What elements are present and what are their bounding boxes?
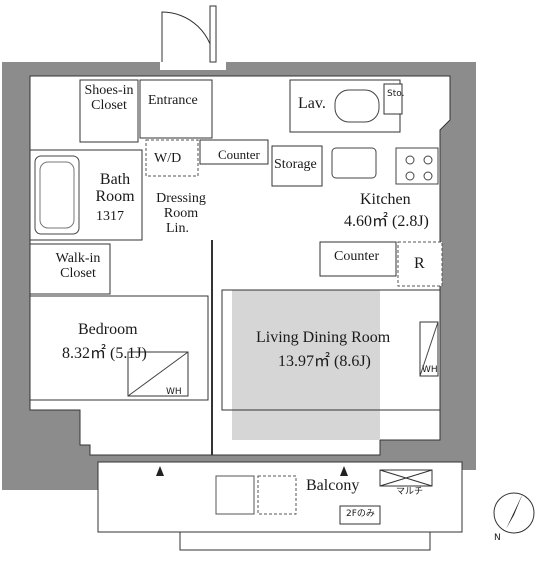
dressing-room-label: Dressing Room xyxy=(156,191,206,221)
kitchen-area-label: 4.60㎡ (2.8J) xyxy=(344,213,429,230)
ldk-label: Living Dining Room xyxy=(256,329,391,346)
bedroom-wh-label: WH xyxy=(166,387,182,397)
ldk-area-label: 13.97㎡ (8.6J) xyxy=(278,353,371,370)
balcony-rail xyxy=(179,531,431,551)
bathtub-inner xyxy=(39,161,75,229)
bath-size-label: 1317 xyxy=(96,209,124,224)
washer-dryer-area xyxy=(145,139,199,177)
storage-label: Storage xyxy=(274,157,317,172)
linen-label: Lin. xyxy=(166,221,189,236)
counter-kitchen-label: Counter xyxy=(334,249,380,264)
sink xyxy=(331,147,377,179)
bedroom-label: Bedroom xyxy=(78,321,138,338)
kitchen-counter xyxy=(319,241,397,277)
bedroom-area-label: 8.32㎡ (5.1J) xyxy=(62,345,147,362)
floor-note-box xyxy=(339,505,381,525)
storage-small-label: Sto. xyxy=(387,89,405,99)
refrigerator-area xyxy=(397,241,443,287)
window-marker-left xyxy=(156,466,164,476)
walk-in-closet-label: Walk-in Closet xyxy=(55,251,101,281)
multi-label: マルチ xyxy=(396,487,424,497)
entrance-door xyxy=(209,5,217,63)
kitchen-label: Kitchen xyxy=(360,191,411,208)
ldk-shade xyxy=(232,290,380,440)
storage-small-area xyxy=(383,83,403,115)
counter-small-area xyxy=(199,139,269,165)
compass-needle xyxy=(506,493,523,529)
balcony-label: Balcony xyxy=(306,477,360,494)
shoes-in-closet-label: Shoes-in Closet xyxy=(84,83,134,113)
shoes-in-closet-area xyxy=(79,79,139,143)
counter-small-label: Counter xyxy=(218,147,260,162)
entrance-label: Entrance xyxy=(148,93,198,108)
balcony-panel-2 xyxy=(257,475,297,515)
entrance-area xyxy=(139,79,213,139)
window-marker-right xyxy=(340,466,348,476)
refrigerator-label: R xyxy=(414,255,425,272)
toilet xyxy=(334,89,380,123)
balcony-panel-1 xyxy=(215,475,255,515)
walk-in-closet-area xyxy=(29,243,111,295)
floor-note-label: 2Fのみ xyxy=(346,509,375,519)
washer-dryer-label: W/D xyxy=(154,151,182,166)
compass-label: N xyxy=(494,533,501,543)
stove xyxy=(395,147,439,185)
ldk-outline xyxy=(221,289,441,411)
storage-area xyxy=(271,145,323,187)
ldk-wh-label: WH xyxy=(422,365,438,375)
lavatory-label: Lav. xyxy=(298,95,326,112)
entrance-door-swing xyxy=(161,11,215,63)
bath-room-label: Bath Room xyxy=(95,171,135,205)
